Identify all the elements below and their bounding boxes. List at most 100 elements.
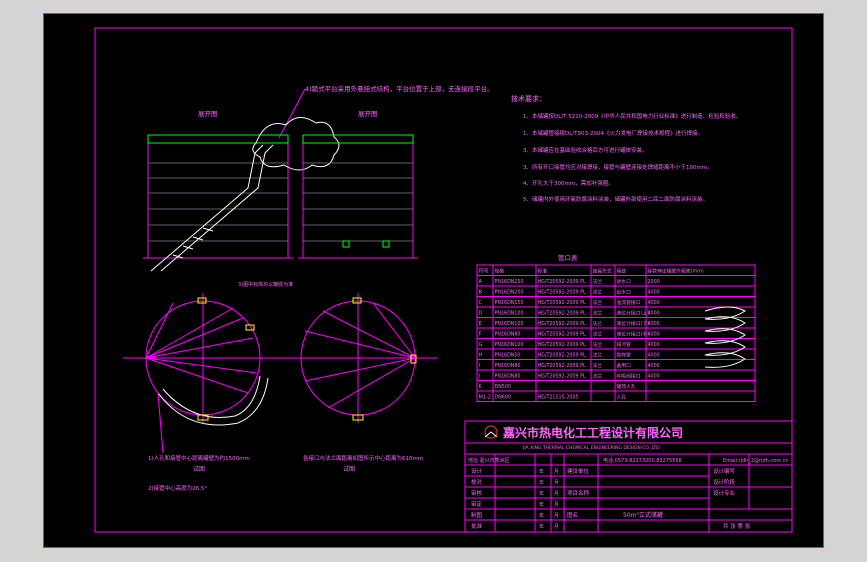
nozzle-table-cell: 法兰 — [593, 373, 603, 380]
year-label: 年 — [539, 468, 544, 475]
nozzle-table-cell: PN16DN80 — [495, 374, 521, 380]
nozzle-table-cell: 4000 — [648, 290, 660, 296]
nozzle-table-header: 规格 — [495, 268, 505, 275]
nozzle-table-cell: PN16DN150 — [495, 279, 524, 285]
nozzle-table-cell: 法兰 — [593, 289, 603, 296]
nozzle-table-cell: 4000 — [648, 300, 660, 306]
nozzle-table-cell: PN16DN80 — [495, 363, 521, 369]
month-label: 月 — [554, 469, 559, 475]
nozzle-table-cell: C — [479, 300, 483, 306]
outer-frame — [43, 13, 824, 548]
top-note: 4)踏式平台采用外悬挂式结构，平台位置于上部，无连接段平台。 — [305, 84, 494, 93]
company-email: Email:rjdh_2@rjdh.com.cn — [723, 458, 789, 464]
nozzle-table-cell: 取样管 — [617, 352, 632, 359]
nozzle-table-cell: 出水口 — [617, 289, 632, 296]
spiral-stair-left — [150, 144, 264, 272]
left-note-1: 1)人孔和接管中心距离罐壁为约1500mm — [148, 454, 250, 462]
nozzle-table-cell: PN16DN100 — [495, 321, 524, 327]
nozzle-table-cell: 4000 — [648, 332, 660, 338]
year-label: 年 — [539, 479, 544, 486]
tech-req-item: 5、储罐内外使用环氧防腐涂料涂装，储罐外部使用二底二面防腐涂料涂装。 — [523, 195, 708, 203]
nozzle-table-header: 连接形式 — [593, 268, 612, 275]
nozzle-table-cell: HG/T20592-2009 PL — [538, 279, 586, 285]
nozzle-table-cell: 液位计接口(上) — [617, 310, 650, 317]
company-address: 地址:嘉兴市秀洲区 — [468, 457, 510, 464]
nozzle-table-cell: HG/T21515-2005 — [538, 395, 579, 401]
tech-req-item: 4、开孔大于300mm，需加补强圈。 — [523, 179, 614, 187]
nozzle-table-cell: 法兰 — [593, 341, 603, 348]
nozzle-table-cell: 溢流管接口 — [617, 299, 641, 306]
left-view-label: 展开图 — [198, 110, 218, 118]
month-label: 月 — [554, 502, 559, 508]
year-label: 年 — [539, 501, 544, 508]
nozzle-table-cell: DN600 — [495, 395, 511, 401]
nozzle-table-cell: PN16DN50 — [495, 353, 521, 359]
right-top-railing — [302, 134, 414, 144]
year-label: 年 — [539, 490, 544, 497]
nozzle-table-cell: 法兰 — [593, 278, 603, 285]
right-view-label: 展开图 — [358, 110, 378, 118]
title-block: 嘉兴市热电化工工程设计有限公司 JIA XING THERMAL CHEMICA… — [464, 420, 793, 533]
nozzle-table-cell: B — [479, 290, 483, 296]
nozzle-table-cell: 法兰 — [593, 362, 603, 369]
nozzle-table-cell: I — [479, 363, 480, 369]
nozzle-table-cell: 法兰 — [593, 310, 603, 317]
nozzle-table-cell: 备用口 — [617, 362, 632, 369]
revision-cloud — [252, 117, 340, 171]
nozzle-table-cell: 液位计接口(下) — [617, 320, 650, 327]
drawing-name: 50m³立式储罐 — [623, 511, 663, 519]
nozzle-table-cell: HG/T20592-2009 PL — [538, 363, 586, 369]
nozzle-table-cell: HG/T20592-2009 PL — [538, 290, 586, 296]
sign-row-label: 批准 — [471, 522, 483, 530]
scale-label: 设计专业 — [713, 489, 736, 497]
sheet-count: 共 张 第 张 — [723, 522, 751, 530]
tech-requirements: 技术要求： 1、本储罐按DL/T 5210-2009《中华人民共和国电力行业标准… — [511, 94, 741, 203]
right-elevation-view: 展开图 — [298, 110, 418, 259]
nozzle-table-cell: 4000 — [648, 374, 660, 380]
nozzle-table-cell: 法兰 — [593, 299, 603, 306]
nozzle-table-header: 用途 — [617, 268, 627, 275]
company-name: 嘉兴市热电化工工程设计有限公司 — [502, 425, 683, 440]
year-label: 年 — [539, 512, 544, 519]
nozzle-table-cell: 排污管 — [617, 341, 632, 348]
drawing-canvas[interactable]: 4)踏式平台采用外悬挂式结构，平台位置于上部，无连接段平台。 展开图 展开图 3 — [43, 13, 824, 548]
left-top-railing — [147, 134, 289, 144]
nozzle-table-cell: D — [479, 311, 483, 317]
nozzle-table-title: 管口表 — [558, 253, 578, 262]
nozzle-table-cell: F — [479, 332, 482, 338]
nozzle-table-header: 接管伸出罐壁外距离(mm) — [648, 268, 704, 275]
cad-drawing: 4)踏式平台采用外悬挂式结构，平台位置于上部，无连接段平台。 展开图 展开图 3 — [43, 13, 824, 548]
drawing-name-label: 图名 — [567, 511, 578, 519]
left-plan-caption: 试图 — [193, 465, 205, 473]
nozzle-table-cell: HG/T20592-2009 PL — [538, 300, 586, 306]
nozzle-table-cell: 罐顶人孔 — [617, 383, 636, 390]
month-label: 月 — [554, 491, 559, 497]
month-label: 月 — [554, 524, 559, 530]
nozzle-table-cell: 呼吸阀接口 — [617, 373, 641, 380]
nozzle-table-cell: HG/T20592-2009 PL — [538, 353, 586, 359]
tech-req-item: 1、本储罐管接按DL/T903-2004《火力发电厂焊接技术规程》进行焊接。 — [523, 129, 703, 137]
sign-row-label: 审核 — [471, 489, 483, 497]
nozzle-table-cell: PN16DN100 — [495, 311, 524, 317]
nozzle-table-cell: 4000 — [648, 363, 660, 369]
month-label: 月 — [554, 480, 559, 486]
tech-req-item: 1、本储罐按DL/T 5210-2009《中华人民共和国电力行业标准》进行制造、… — [523, 112, 741, 120]
left-plan-stair — [157, 377, 269, 426]
nozzle-table-header: 符号 — [479, 268, 489, 275]
nozzle-table-cell: H — [479, 353, 483, 359]
year-label: 年 — [539, 523, 544, 530]
nozzle-table-cell: A — [479, 279, 483, 285]
elevation-note: 3)图中标高均以罐底为准 — [238, 281, 293, 288]
design-no-label: 设计编号 — [713, 467, 736, 475]
right-plan-view — [283, 293, 438, 423]
right-note: 各接口与法兰面距离如图所示中心距离为610mm — [303, 454, 423, 462]
company-phone: 电话:0573-82273200,83275558 — [603, 457, 682, 464]
nozzle-table-cell: PN16DN100 — [495, 342, 524, 348]
nozzle-table-cell: J — [478, 374, 480, 380]
right-plan-caption: 试图 — [343, 465, 355, 473]
nozzle-table-cell: 法兰 — [593, 352, 603, 359]
coil-sketch — [704, 306, 746, 368]
nozzle-table-cell: 2000 — [648, 279, 660, 285]
nozzle-table-cell: G — [479, 342, 483, 348]
